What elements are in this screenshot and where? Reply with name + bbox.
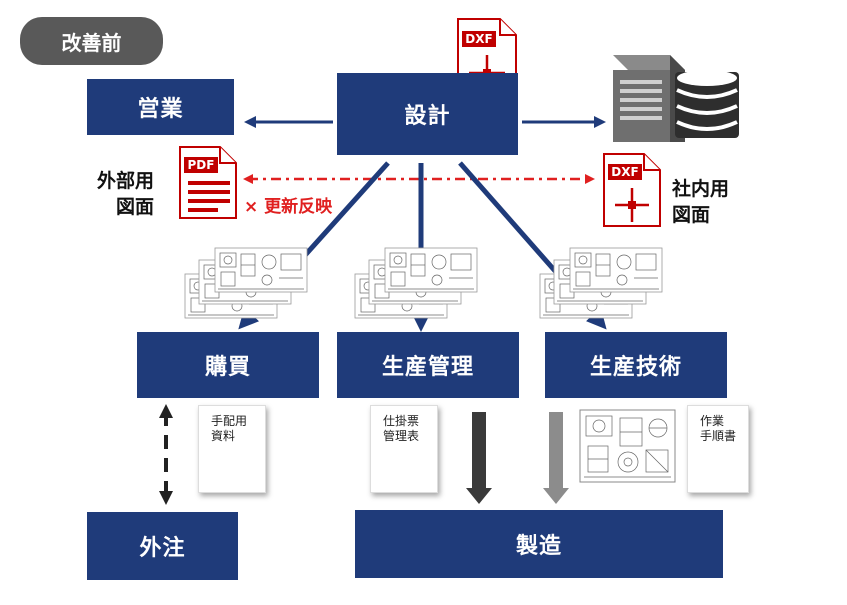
- drawing-sheet: [569, 247, 663, 293]
- dxf-internal-label: DXF: [611, 165, 639, 179]
- server-database-icon: [613, 55, 739, 142]
- header-tag-before-improvement: 改善前: [20, 17, 163, 65]
- node-sales: 営業: [87, 79, 234, 135]
- doc-arrangement-materials: 手配用 資料: [198, 405, 266, 493]
- pdf-file-icon: PDF: [178, 145, 238, 220]
- doc-work-slip-label: 仕掛票 管理表: [383, 414, 420, 443]
- node-purchasing: 購買: [137, 332, 319, 398]
- pdf-label: PDF: [187, 158, 215, 172]
- node-production-engineering: 生産技術: [545, 332, 727, 398]
- update-not-reflected-note: × 更新反映: [244, 197, 333, 217]
- drawing-sheet: [214, 247, 308, 293]
- arrowhead-down: [159, 491, 173, 505]
- detailed-drawing-sheet: [579, 409, 676, 483]
- drawing-stack-production-control: [354, 247, 478, 319]
- drawing-sheet: [384, 247, 478, 293]
- node-production-control: 生産管理: [337, 332, 519, 398]
- doc-arrangement-label: 手配用 資料: [211, 414, 248, 443]
- dxf-label: DXF: [465, 32, 493, 46]
- arrow-production-engineering-to-manufacturing: [543, 412, 569, 504]
- doc-work-procedure-label: 作業 手順書: [700, 414, 737, 443]
- node-design: 設計: [337, 73, 518, 155]
- internal-drawing-label: 社内用 図面: [672, 178, 730, 226]
- external-drawing-label: 外部用 図面: [97, 170, 155, 218]
- arrow-production-control-to-manufacturing: [466, 412, 492, 504]
- node-outsourcing: 外注: [87, 512, 238, 580]
- dxf-internal-file-icon: DXF: [602, 152, 662, 228]
- drawing-stack-production-engineering: [539, 247, 663, 319]
- node-manufacturing: 製造: [355, 510, 723, 578]
- doc-work-procedure: 作業 手順書: [687, 405, 749, 493]
- drawing-stack-purchasing: [184, 247, 308, 319]
- doc-work-slip: 仕掛票 管理表: [370, 405, 438, 493]
- arrowhead-up: [159, 404, 173, 418]
